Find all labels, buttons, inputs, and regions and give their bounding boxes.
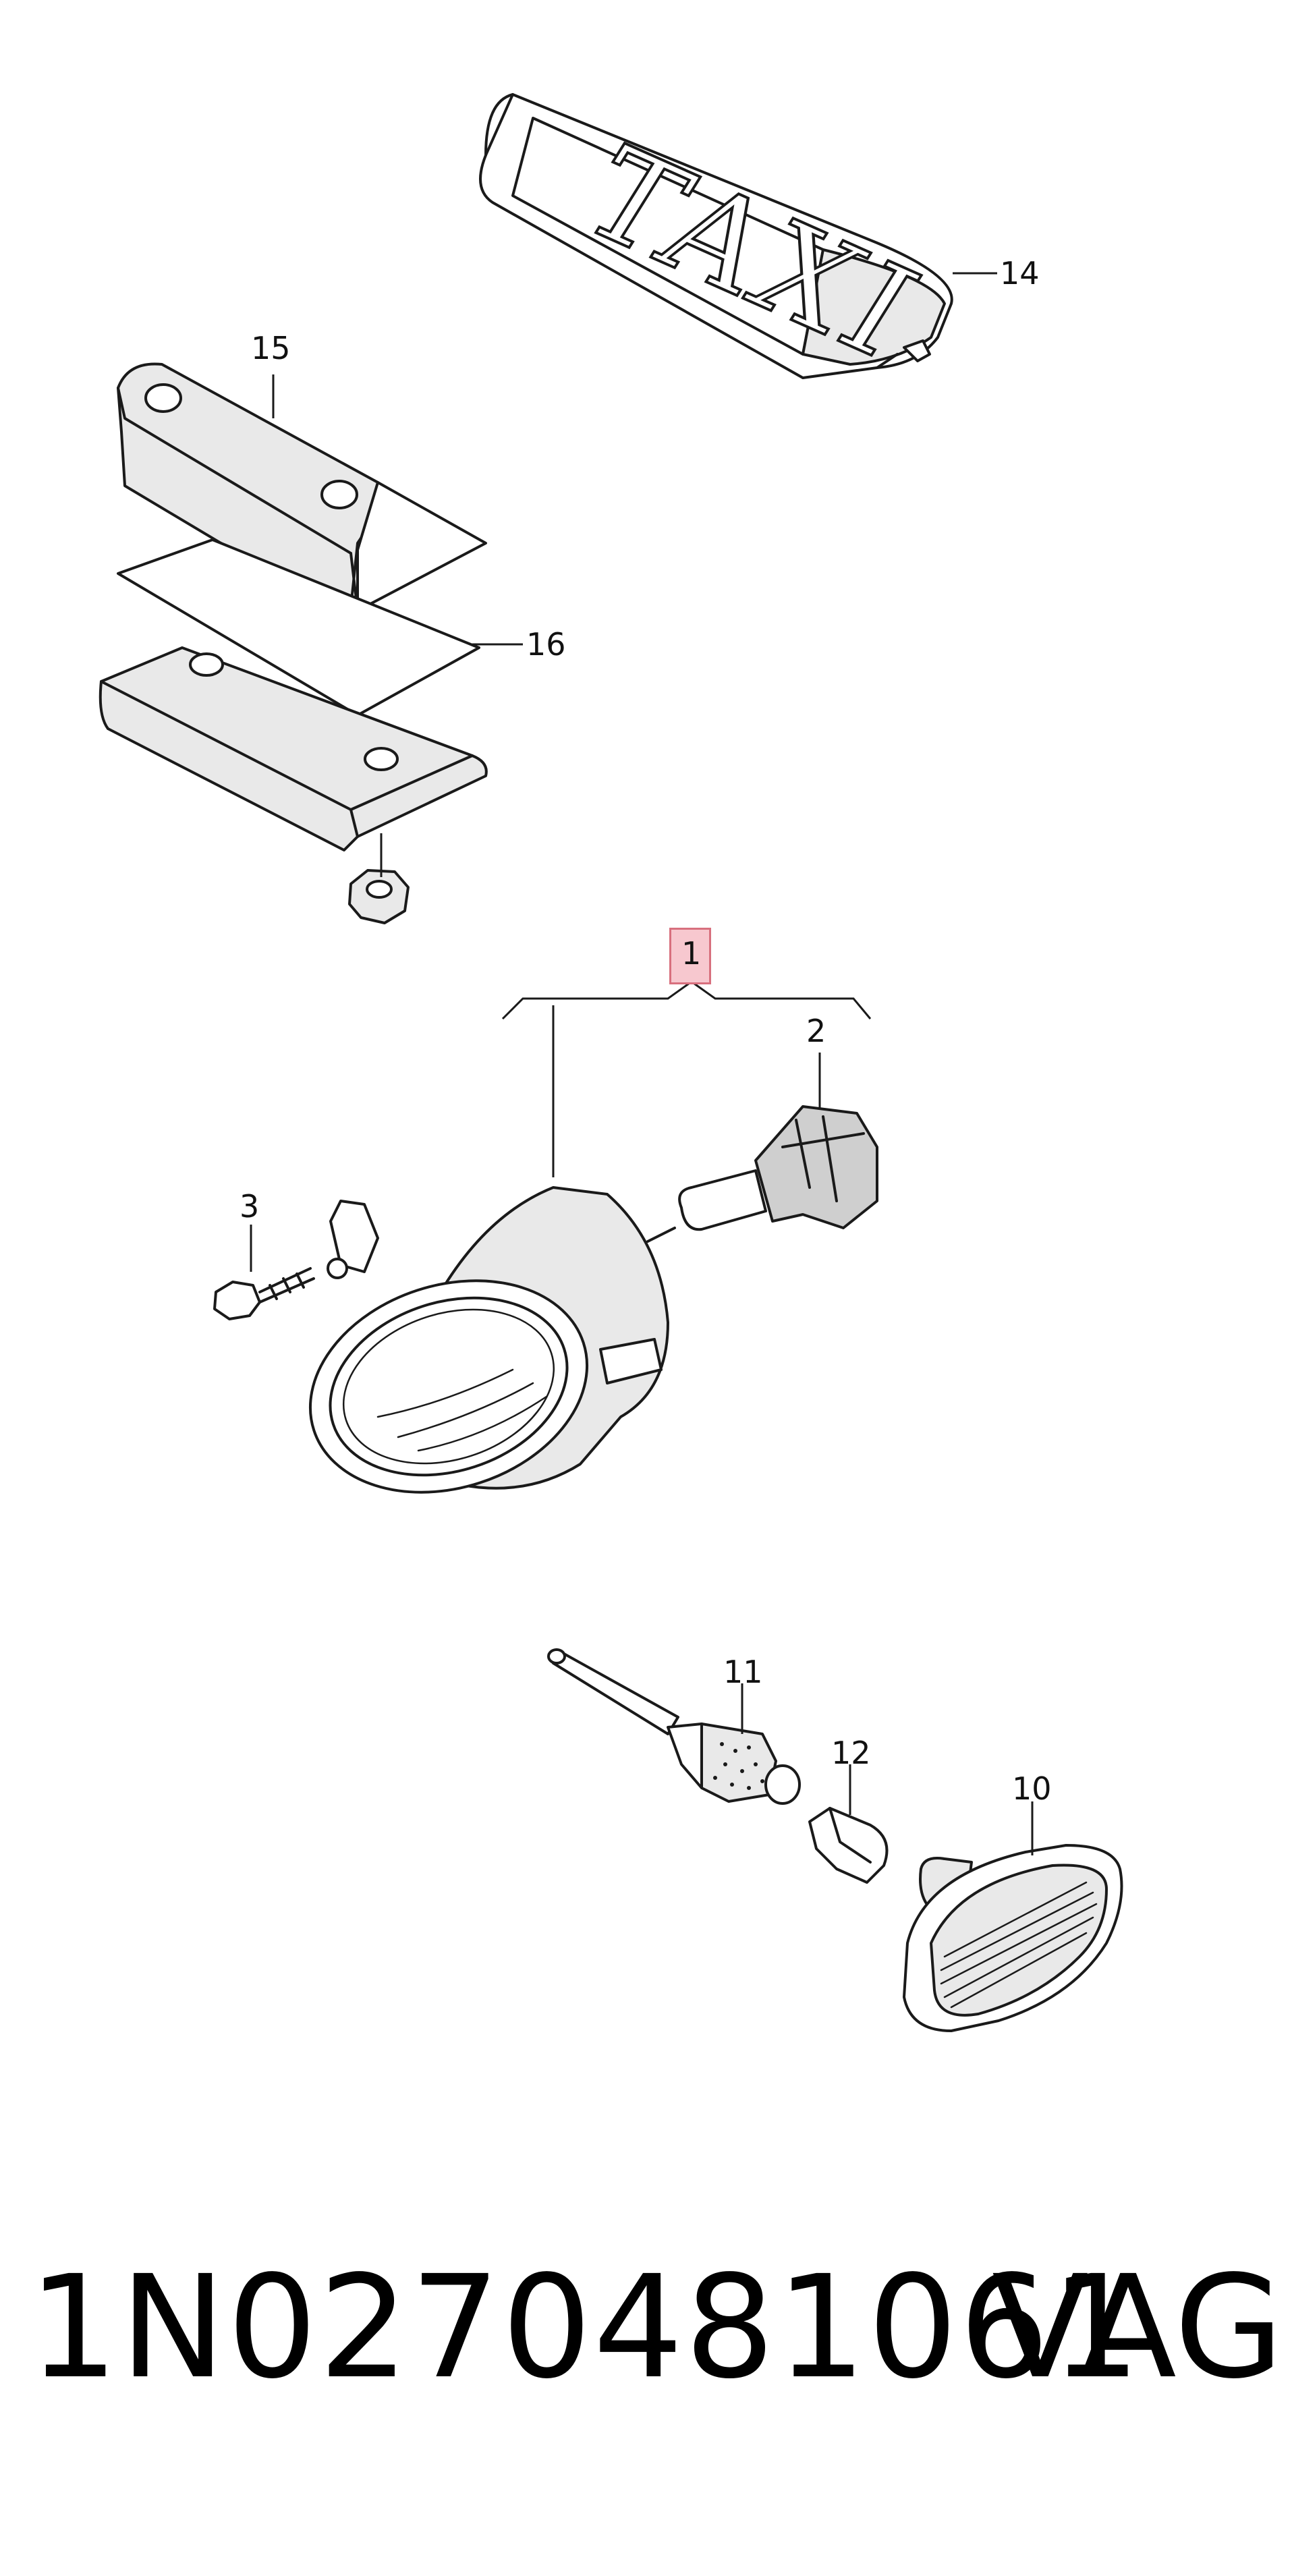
side-marker-bulb[interactable] — [808, 1764, 889, 1884]
callout-2[interactable]: 2 — [806, 1013, 826, 1049]
fog-lamp-housing[interactable] — [283, 1186, 676, 1527]
callout-3[interactable]: 3 — [240, 1188, 260, 1225]
callout-10[interactable]: 10 — [1012, 1770, 1052, 1807]
callout-11[interactable]: 11 — [723, 1654, 763, 1690]
callout-15[interactable]: 15 — [251, 330, 291, 366]
taxi-roof-sign[interactable]: TAXI — [479, 93, 953, 389]
gasket-pad[interactable] — [117, 538, 480, 717]
callout-16[interactable]: 16 — [526, 626, 566, 663]
fog-lamp-bulb[interactable] — [678, 1053, 878, 1231]
callout-1-highlight — [669, 928, 711, 984]
callout-12[interactable]: 12 — [831, 1735, 871, 1771]
bulb-socket-with-wire[interactable] — [547, 1648, 801, 1805]
flange-nut[interactable] — [348, 833, 410, 924]
callout-1[interactable]: 1 — [681, 935, 702, 972]
brand-name: VAG — [992, 2245, 1284, 2410]
part-number: 1N0270481061 — [28, 2245, 1142, 2410]
tapping-screw[interactable] — [213, 1225, 315, 1320]
callout-14[interactable]: 14 — [1000, 255, 1040, 291]
base-bracket[interactable] — [99, 646, 488, 851]
side-marker-lamp[interactable] — [903, 1801, 1123, 2032]
